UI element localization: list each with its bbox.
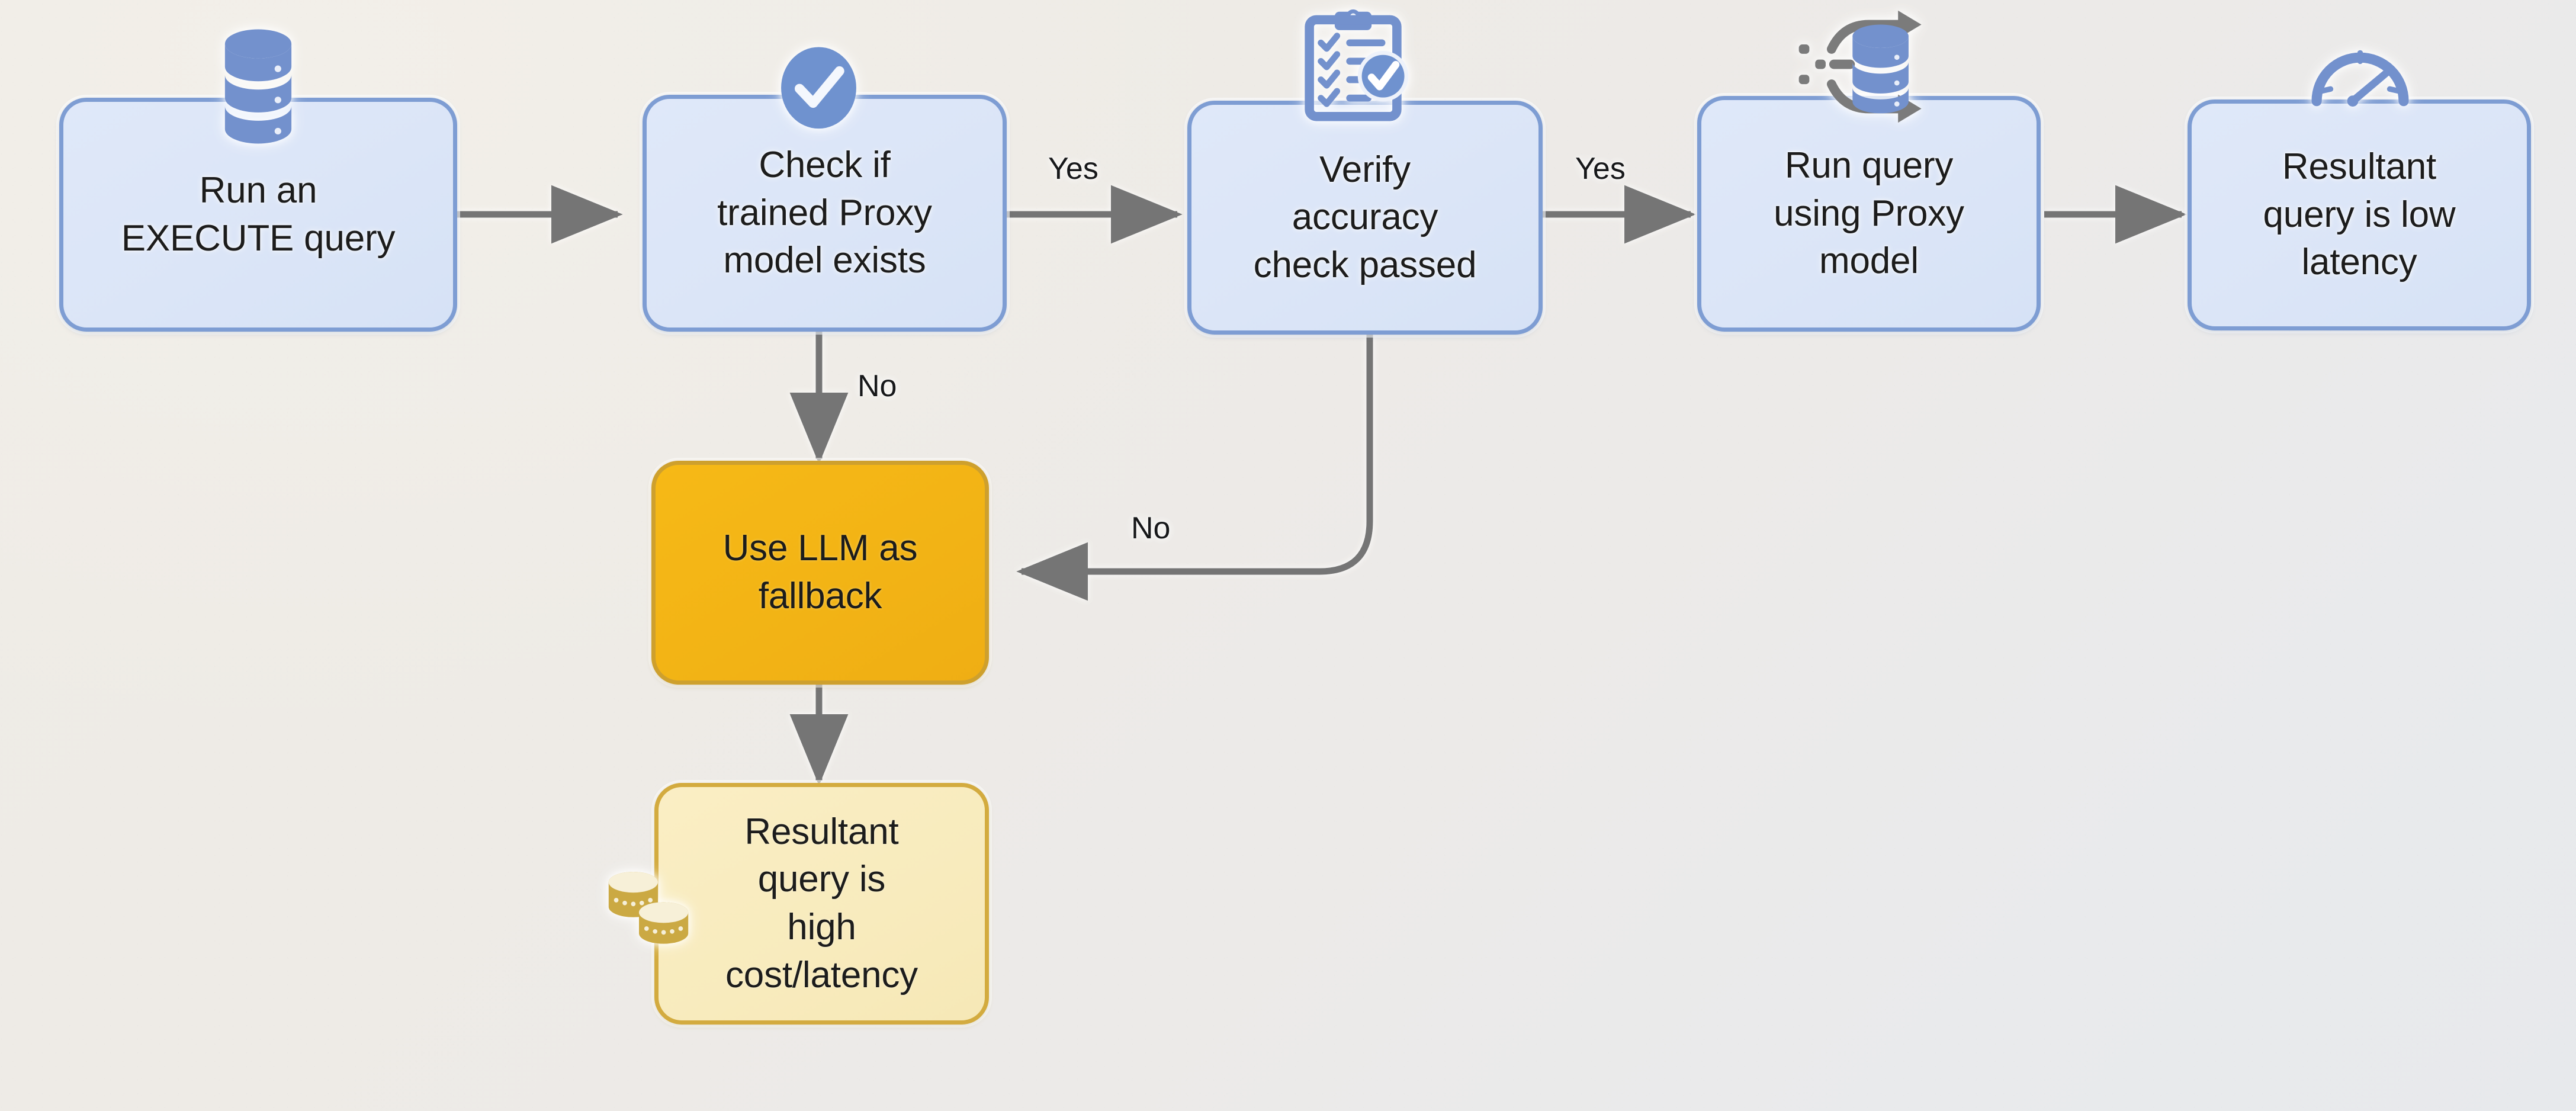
node-label: Verify accuracy check passed xyxy=(1253,149,1477,285)
node-low-latency-result[interactable]: Resultant query is low latency xyxy=(2188,99,2531,330)
edge-verify-to-fallback xyxy=(1016,335,1373,601)
node-label: Run an EXECUTE query xyxy=(121,169,396,259)
node-check-proxy-model[interactable]: Check if trained Proxy model exists xyxy=(643,95,1007,332)
node-run-execute-query[interactable]: Run an EXECUTE query xyxy=(59,98,457,332)
edge-label-no-1: No xyxy=(857,369,897,403)
node-high-cost-result[interactable]: Resultant query is high cost/latency xyxy=(654,783,989,1025)
node-label: Resultant query is high cost/latency xyxy=(725,811,918,996)
node-label: Resultant query is low latency xyxy=(2263,146,2456,283)
node-label: Check if trained Proxy model exists xyxy=(717,145,932,281)
node-verify-accuracy[interactable]: Verify accuracy check passed xyxy=(1187,101,1543,335)
node-llm-fallback[interactable]: Use LLM as fallback xyxy=(651,461,989,685)
node-label: Run query using Proxy model xyxy=(1774,145,1964,282)
node-run-query-proxy[interactable]: Run query using Proxy model xyxy=(1697,96,2041,332)
edge-label-yes-2: Yes xyxy=(1575,152,1626,186)
edge-label-yes-1: Yes xyxy=(1048,152,1099,186)
node-label: Use LLM as fallback xyxy=(722,528,918,616)
edge-label-no-2: No xyxy=(1131,511,1171,545)
